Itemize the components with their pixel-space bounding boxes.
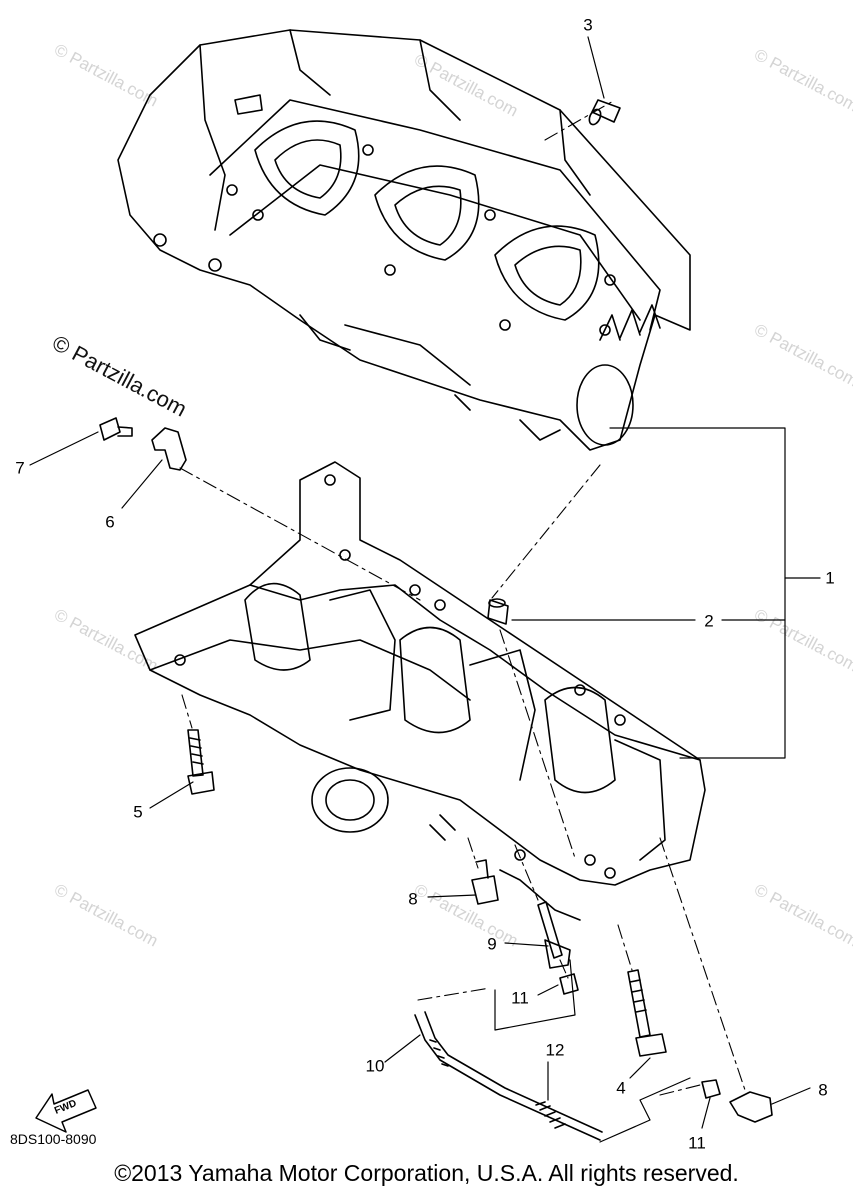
upper-crankcase (117, 29, 691, 451)
part-6-bracket (151, 427, 187, 471)
diagram-code: 8DS100-8090 (10, 1131, 97, 1147)
callout-11-lower: 11 (688, 1133, 706, 1153)
fwd-label: FWD (53, 1098, 78, 1117)
callout-12: 12 (545, 1040, 565, 1060)
part-10-hose (414, 1011, 603, 1141)
callout-9: 9 (487, 934, 497, 954)
copyright-notice: ©2013 Yamaha Motor Corporation, U.S.A. A… (114, 1160, 739, 1186)
assembly-lines (179, 99, 746, 1096)
callout-10: 10 (365, 1056, 385, 1076)
part-8-elbow-fitting (729, 1091, 773, 1123)
part-9-pipe-fitting (537, 901, 571, 969)
callout-6: 6 (105, 512, 115, 532)
part-4-bolt (627, 969, 667, 1057)
callout-8-lower: 8 (818, 1080, 828, 1100)
part-8-nipple (471, 859, 499, 905)
part-7-bolt (99, 417, 133, 441)
leader-lines (29, 36, 821, 1143)
lower-crankcase (134, 461, 706, 921)
part-5-bolt (187, 729, 215, 795)
callout-4: 4 (616, 1078, 626, 1098)
callout-2: 2 (704, 611, 714, 631)
part-2-dowel-pin (487, 598, 509, 625)
callout-5: 5 (133, 802, 143, 822)
callout-7: 7 (15, 458, 25, 478)
callout-8: 8 (408, 889, 418, 909)
part-12-spring-clamp (535, 1101, 566, 1129)
callout-3: 3 (583, 15, 593, 35)
part-11-clamp (559, 973, 721, 1099)
callout-1: 1 (825, 568, 835, 588)
callout-11: 11 (511, 988, 529, 1008)
fwd-arrow-icon: FWD (35, 1089, 97, 1133)
